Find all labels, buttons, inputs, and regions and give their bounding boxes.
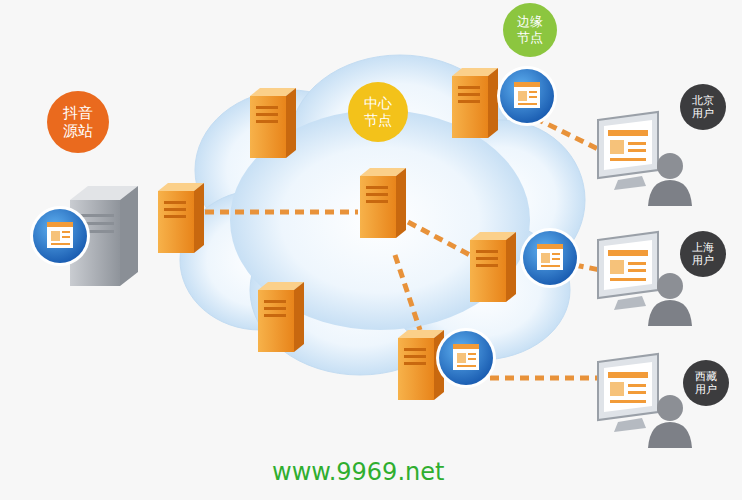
node-label: 中心节点 [363, 95, 393, 129]
node-label: 抖音源站 [62, 104, 94, 140]
source-badge: 抖音源站 [47, 91, 109, 153]
user-badge: 上海用户 [680, 231, 726, 277]
watermark: www.9969.net [272, 458, 444, 486]
center-badge: 中心节点 [348, 82, 408, 142]
user-badge: 西藏用户 [683, 360, 729, 406]
node-label: 西藏用户 [694, 370, 718, 396]
node-label: 边缘节点 [516, 14, 544, 45]
node-label: 上海用户 [691, 241, 715, 267]
user-badge: 北京用户 [680, 84, 726, 130]
node-label: 北京用户 [691, 94, 715, 120]
edge-badge: 边缘节点 [503, 3, 557, 57]
